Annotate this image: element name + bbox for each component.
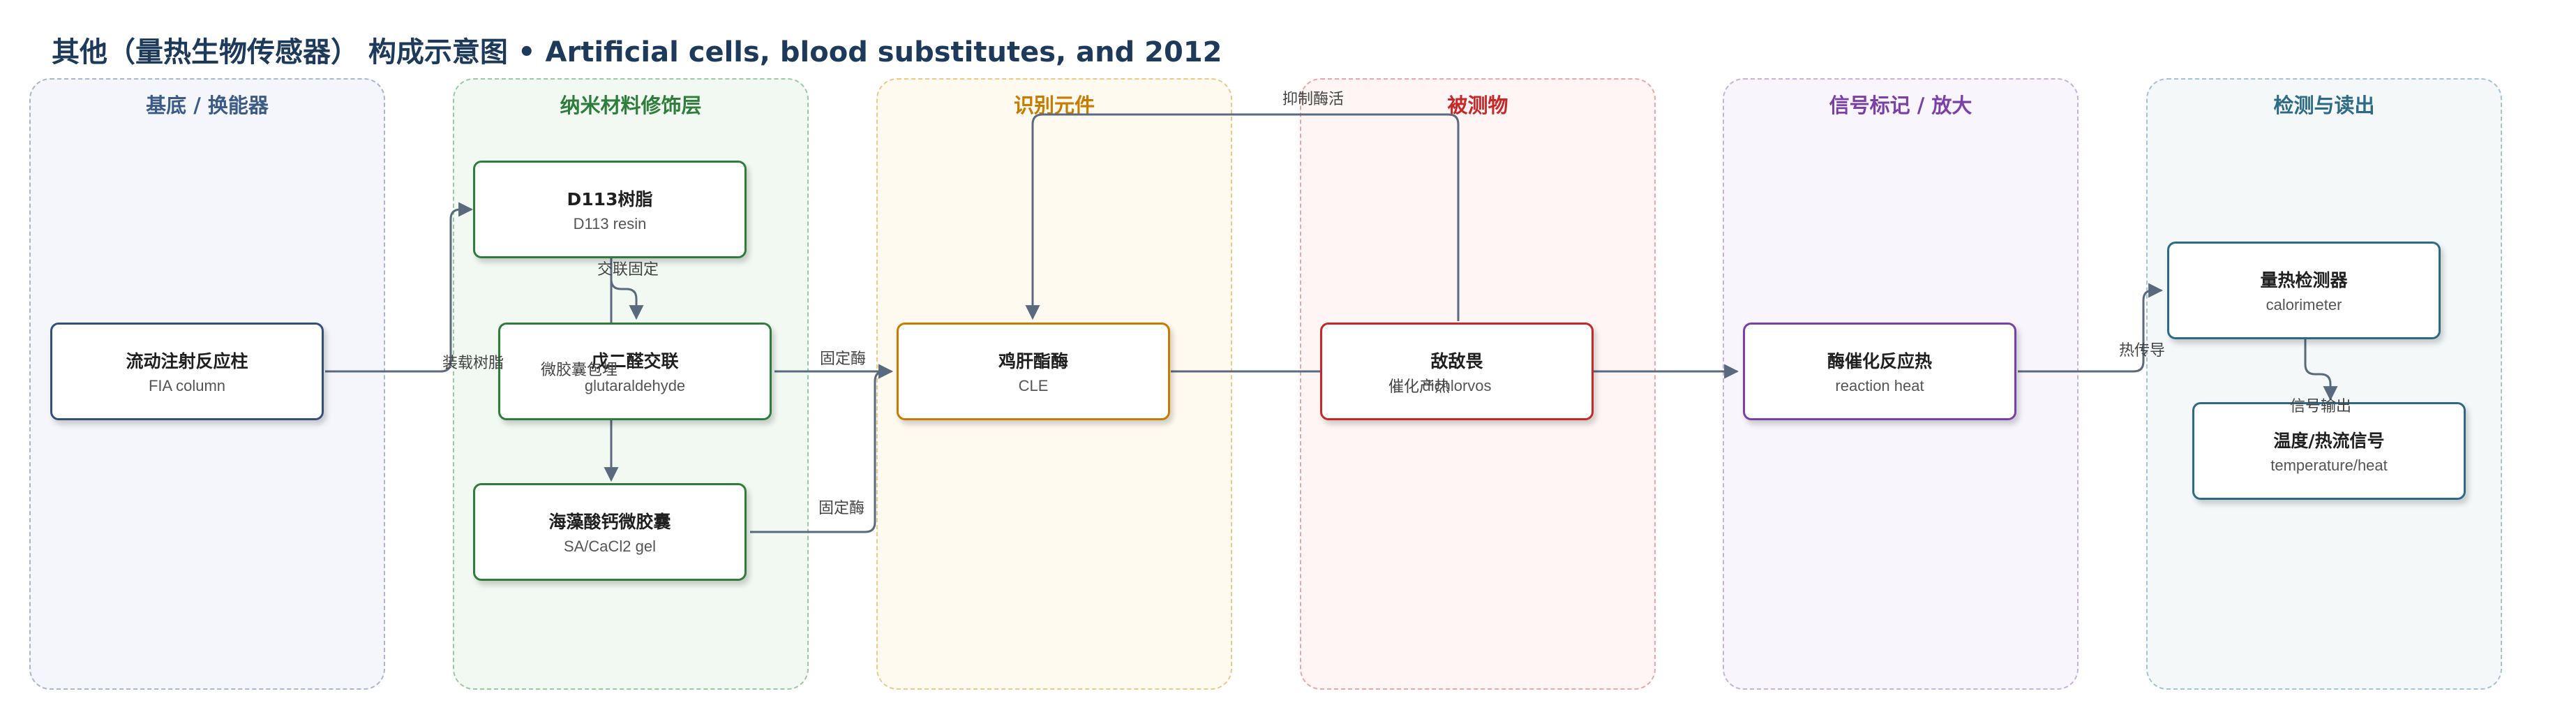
lane-title-signal: 信号标记 / 放大 bbox=[1829, 94, 1972, 117]
node-reaction-heat: 酶催化反应热 reaction heat bbox=[1743, 323, 2016, 420]
lane-title-substrate: 基底 / 换能器 bbox=[146, 94, 269, 117]
edge-label-inhibit-enzyme: 抑制酶活 bbox=[1282, 91, 1345, 108]
lane-title-nano-materials: 纳米材料修饰层 bbox=[560, 94, 702, 117]
node-calorimeter-subtitle: calorimeter bbox=[2266, 296, 2342, 313]
node-d113-resin: D113树脂 D113 resin bbox=[473, 161, 747, 258]
node-glutaraldehyde: 戊二醛交联 glutaraldehyde bbox=[498, 323, 772, 420]
node-dichlorvos-subtitle: dichlorvos bbox=[1422, 377, 1492, 394]
node-d113-title: D113树脂 bbox=[567, 189, 653, 209]
edge-label-signal-output: 信号输出 bbox=[2289, 398, 2352, 415]
node-fia-column: 流动注射反应柱 FIA column bbox=[50, 323, 324, 420]
node-calorimeter-title: 量热检测器 bbox=[2260, 270, 2348, 290]
node-tempsig-subtitle: temperature/heat bbox=[2270, 457, 2388, 474]
node-dichlorvos: 敌敌畏 dichlorvos bbox=[1320, 323, 1594, 420]
node-cle-subtitle: CLE bbox=[1018, 377, 1049, 394]
edge-label-load-resin: 装载树脂 bbox=[442, 355, 504, 372]
edge-calorimeter-to-tempsig bbox=[2304, 339, 2338, 401]
edge-label-fix-enzyme-1: 固定酶 bbox=[819, 350, 867, 368]
node-dichlorvos-title: 敌敌畏 bbox=[1430, 351, 1483, 371]
lane-readout bbox=[2146, 78, 2502, 690]
edge-heat-to-calorimeter bbox=[2018, 283, 2164, 373]
node-heat-subtitle: reaction heat bbox=[1835, 377, 1924, 394]
lane-title-analyte: 被测物 bbox=[1447, 94, 1508, 117]
lane-title-recognition: 识别元件 bbox=[1013, 94, 1095, 117]
edge-fia-to-d113 bbox=[325, 202, 474, 373]
node-gel-subtitle: SA/CaCl2 gel bbox=[563, 538, 657, 555]
lane-title-readout: 检测与读出 bbox=[2273, 94, 2375, 117]
node-d113-subtitle: D113 resin bbox=[573, 215, 647, 232]
node-tempsig-title: 温度/热流信号 bbox=[2273, 431, 2385, 451]
edge-gel-to-cle bbox=[750, 364, 894, 533]
edge-label-catalysis-heat: 催化产热 bbox=[1388, 378, 1451, 396]
edge-dichlorvos-to-cle bbox=[1025, 113, 1460, 321]
node-cle-title: 鸡肝酯酶 bbox=[998, 351, 1068, 371]
node-alginate-gel: 海藻酸钙微胶囊 SA/CaCl2 gel bbox=[473, 483, 747, 581]
node-fia-title: 流动注射反应柱 bbox=[126, 351, 248, 371]
title-separator: • bbox=[517, 36, 536, 68]
node-heat-title: 酶催化反应热 bbox=[1827, 351, 1932, 371]
diagram-title: 其他（量热生物传感器） 构成示意图 • Artificial cells, bloo… bbox=[52, 29, 1222, 70]
edge-label-fix-enzyme-2: 固定酶 bbox=[818, 500, 865, 517]
node-calorimeter: 量热检测器 calorimeter bbox=[2167, 242, 2441, 339]
edge-label-heat-conduction: 热传导 bbox=[2118, 342, 2166, 360]
node-glut-title: 戊二醛交联 bbox=[591, 351, 679, 371]
node-fia-subtitle: FIA column bbox=[148, 377, 226, 394]
title-subtitle: Artificial cells, blood substitutes, and… bbox=[545, 36, 1222, 68]
edge-label-crosslink-fix: 交联固定 bbox=[597, 261, 659, 279]
node-temperature-signal: 温度/热流信号 temperature/heat bbox=[2192, 402, 2466, 500]
edge-label-microcapsule-wrap: 微胶囊包埋 bbox=[540, 362, 618, 379]
node-gel-title: 海藻酸钙微胶囊 bbox=[548, 512, 671, 532]
title-prefix: 其他（量热生物传感器） 构成示意图 bbox=[52, 36, 508, 68]
node-cle: 鸡肝酯酶 CLE bbox=[897, 323, 1170, 420]
node-glut-subtitle: glutaraldehyde bbox=[584, 377, 686, 394]
